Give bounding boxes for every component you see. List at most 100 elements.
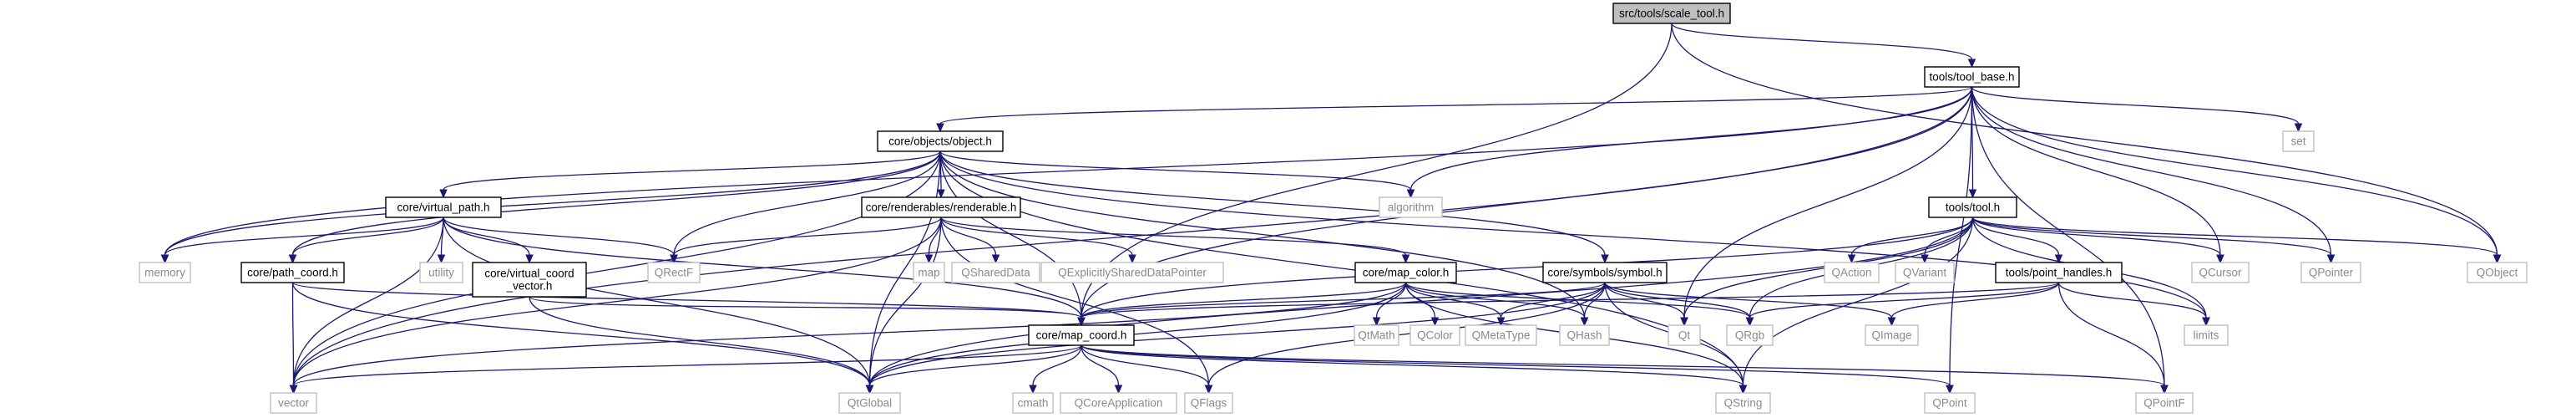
edge-map_coord-to-qflags — [1081, 344, 1213, 395]
node-object[interactable]: core/objects/object.h — [877, 130, 1004, 152]
node-vector[interactable]: vector — [270, 392, 317, 414]
node-label: QVariant — [1903, 267, 1947, 279]
node-qshareddata[interactable]: QSharedData — [951, 262, 1040, 283]
node-qaction[interactable]: QAction — [1824, 262, 1880, 283]
edge-renderable-to-qflags — [940, 217, 1213, 395]
node-cmath[interactable]: cmath — [1012, 392, 1054, 414]
node-qesdp[interactable]: QExplicitlySharedDataPointer — [1040, 262, 1224, 283]
edge-tool-to-qtglobal — [865, 217, 1974, 395]
node-qtmath[interactable]: QtMath — [1354, 324, 1399, 346]
node-label: QRgb — [1735, 329, 1764, 342]
node-qstring[interactable]: QString — [1715, 392, 1771, 414]
node-label: QExplicitlySharedDataPointer — [1058, 267, 1207, 279]
edge-map_coord-to-qcoreapp — [1081, 344, 1123, 395]
node-label: algorithm — [1388, 201, 1435, 214]
node-qpointer[interactable]: QPointer — [2300, 262, 2361, 283]
edge-scale_tool-to-qobject — [1671, 23, 2502, 264]
node-qobject[interactable]: QObject — [2467, 262, 2528, 283]
node-qcursor[interactable]: QCursor — [2191, 262, 2250, 283]
edge-tool-to-qcursor — [1971, 217, 2224, 264]
node-symbol[interactable]: core/symbols/symbol.h — [1542, 262, 1668, 283]
edge-tool_base-to-map_coord — [1077, 86, 1973, 327]
node-qhash[interactable]: QHash — [1559, 324, 1610, 346]
edge-tool-to-qobject — [1971, 217, 2502, 264]
node-label: vector — [278, 397, 309, 410]
edge-virtual_path-to-qrectf — [443, 217, 678, 264]
edge-virtual_path-to-path_coord — [288, 217, 444, 264]
node-qmetatype[interactable]: QMetaType — [1465, 324, 1537, 346]
node-qvariant[interactable]: QVariant — [1895, 262, 1955, 283]
node-label: QObject — [2477, 267, 2518, 279]
edge-point_handles-to-qrgb — [1745, 282, 2060, 327]
node-label: core/objects/object.h — [888, 135, 992, 148]
edge-tool-to-qpointer — [1971, 217, 2336, 264]
nodes-layer: src/tools/scale_tool.h tools/tool_base.hc… — [139, 3, 2528, 414]
node-label: QAction — [1831, 267, 1871, 279]
edge-point_handles-to-qimage — [1887, 282, 2060, 327]
edge-renderable-to-map_color — [940, 217, 1410, 264]
node-label: QColor — [1417, 329, 1453, 342]
node-renderable[interactable]: core/renderables/renderable.h — [861, 196, 1021, 218]
node-vcv[interactable]: core/virtual_coord_vector.h — [472, 262, 587, 298]
edge-renderable-to-qrectf — [670, 217, 942, 264]
edge-renderable-to-qesdp — [940, 217, 1136, 264]
node-map[interactable]: map — [913, 262, 945, 283]
node-label: QPoint — [1932, 397, 1967, 410]
node-label: QMetaType — [1472, 329, 1531, 342]
node-qtglobal[interactable]: QtGlobal — [838, 392, 901, 414]
node-label: core/map_coord.h — [1036, 329, 1127, 342]
node-qrectf[interactable]: QRectF — [647, 262, 701, 283]
edge-map_coord-to-cmath — [1029, 344, 1082, 395]
node-label: core/map_color.h — [1363, 267, 1450, 279]
edge-map_color-to-vector — [289, 282, 1407, 395]
node-qflags[interactable]: QFlags — [1184, 392, 1233, 414]
node-label: core/path_coord.h — [247, 267, 338, 279]
edge-virtual_path-to-memory — [160, 217, 444, 264]
node-label: cmath — [1018, 397, 1049, 410]
node-qpoint[interactable]: QPoint — [1924, 392, 1976, 414]
node-label: QString — [1724, 397, 1763, 410]
edge-object-to-symbol — [939, 150, 1609, 264]
node-qcolor[interactable]: QColor — [1409, 324, 1460, 346]
node-scale-tool[interactable]: src/tools/scale_tool.h — [1612, 3, 1731, 24]
edge-point_handles-to-map_coord — [1077, 282, 2060, 327]
node-label: map — [918, 267, 939, 279]
node-label: memory — [144, 267, 185, 279]
node-utility[interactable]: utility — [419, 262, 463, 283]
node-path-coord[interactable]: core/path_coord.h — [240, 262, 345, 283]
node-map-coord[interactable]: core/map_coord.h — [1028, 324, 1135, 346]
node-virtual-path[interactable]: core/virtual_path.h — [385, 196, 502, 218]
edge-tool_base-to-object — [936, 86, 1973, 133]
node-qimage[interactable]: QImage — [1865, 324, 1919, 346]
node-point-handles[interactable]: tools/point_handles.h — [1995, 262, 2123, 283]
node-qt[interactable]: Qt — [1668, 324, 1701, 346]
node-label: QHash — [1566, 329, 1602, 342]
node-label: Qt — [1678, 329, 1691, 342]
node-algorithm[interactable]: algorithm — [1379, 196, 1443, 218]
node-limits[interactable]: limits — [2184, 324, 2229, 346]
edge-tool_base-to-vector — [289, 86, 1973, 395]
node-label: QRectF — [655, 267, 694, 279]
edge-path_coord-to-qtglobal — [291, 282, 874, 395]
node-memory[interactable]: memory — [139, 262, 191, 283]
node-tool-base[interactable]: tools/tool_base.h — [1924, 66, 2020, 88]
edge-renderable-to-qshareddata — [940, 217, 1000, 264]
edge-map_coord-to-vector — [289, 344, 1082, 395]
node-label: tools/point_handles.h — [2006, 267, 2113, 279]
node-label: QFlags — [1191, 397, 1227, 410]
edge-map_coord-to-qtglobal — [865, 344, 1082, 395]
edge-tool_base-to-qpoint — [1946, 86, 1973, 395]
edge-tool_base-to-algorithm — [1406, 86, 1973, 199]
node-label: QImage — [1871, 329, 1911, 342]
node-tool[interactable]: tools/tool.h — [1928, 196, 2017, 218]
node-qpointf[interactable]: QPointF — [2135, 392, 2194, 414]
edge-tool-to-point_handles — [1971, 217, 2063, 264]
node-label: QCursor — [2199, 267, 2242, 279]
node-qcoreapp[interactable]: QCoreApplication — [1060, 392, 1177, 414]
node-set[interactable]: set — [2282, 130, 2315, 152]
node-label: QSharedData — [961, 267, 1030, 279]
node-map-color[interactable]: core/map_color.h — [1354, 262, 1457, 283]
node-label: QCoreApplication — [1075, 397, 1163, 410]
node-qrgb[interactable]: QRgb — [1726, 324, 1774, 346]
